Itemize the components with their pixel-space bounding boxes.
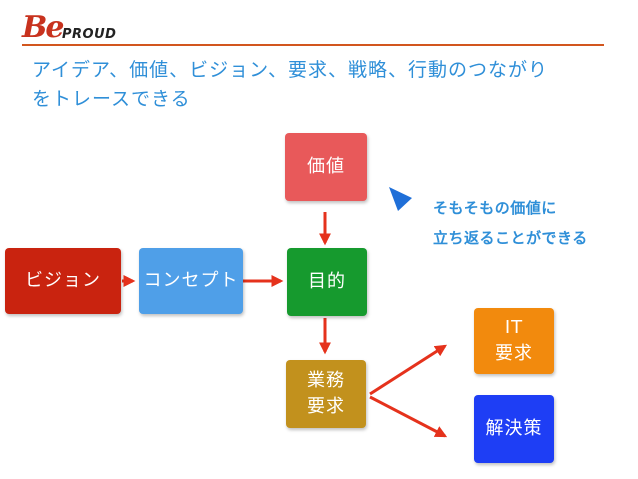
node-it-line-1: IT [504, 317, 524, 338]
slide-title-line-2: をトレースできる [32, 88, 191, 110]
node-concept: コンセプト [139, 248, 243, 314]
node-concept-label: コンセプト [143, 270, 239, 291]
arrow-business-to-it [369, 344, 448, 396]
header-divider [22, 44, 604, 46]
slide-title-line-1: アイデア、価値、ビジョン、要求、戦略、行動のつながり [32, 59, 549, 81]
callout-note-line-2: 立ち返ることができる [433, 229, 588, 247]
node-purpose: 目的 [287, 248, 367, 316]
node-vision-label: ビジョン [25, 270, 101, 291]
callout-note: そもそもの価値に 立ち返ることができる [433, 193, 588, 253]
arrow-business-to-solution [369, 395, 448, 438]
node-solution-label: 解決策 [485, 418, 543, 439]
callout-note-line-1: そもそもの価値に [433, 199, 557, 217]
node-it-line-2: 要求 [495, 343, 533, 364]
node-business-line-2: 要求 [307, 396, 345, 417]
node-vision: ビジョン [5, 248, 121, 314]
node-value-label: 価値 [307, 156, 345, 177]
logo-word: PROUD [62, 27, 117, 42]
node-business-requirements: 業務 要求 [286, 360, 366, 428]
node-purpose-label: 目的 [308, 271, 346, 292]
node-value: 価値 [285, 133, 367, 201]
slide-title: アイデア、価値、ビジョン、要求、戦略、行動のつながり をトレースできる [32, 56, 592, 114]
node-it-requirements: IT 要求 [474, 308, 554, 374]
logo-mark: Be [22, 10, 64, 45]
node-business-line-1: 業務 [307, 370, 345, 391]
pointer-triangle-icon [389, 187, 412, 211]
node-solution: 解決策 [474, 395, 554, 463]
